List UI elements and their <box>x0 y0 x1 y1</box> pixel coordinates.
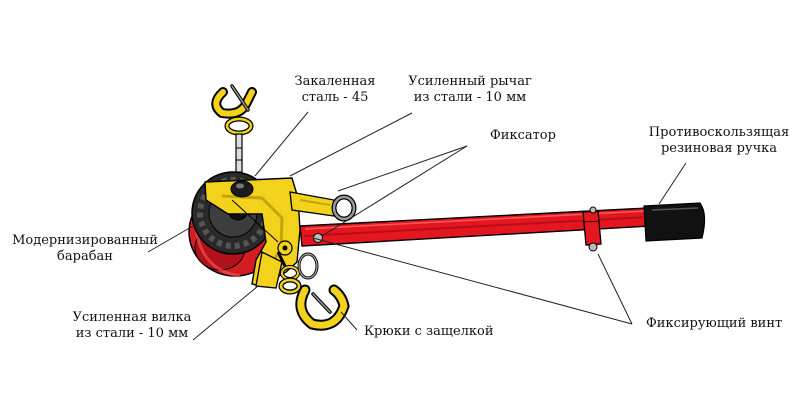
label-hardened-steel-line-2: сталь - 45 <box>290 90 380 106</box>
leader-screw-2 <box>598 254 632 324</box>
rubber-grip <box>644 203 705 241</box>
lever-ring <box>334 197 354 219</box>
leader-fork <box>193 286 258 340</box>
label-latch: Фиксатор <box>490 128 556 144</box>
leader-hardened-steel <box>255 112 308 176</box>
label-lever-line-1: Усиленный рычаг <box>400 74 540 90</box>
leader-latch-1 <box>338 146 467 191</box>
label-grip-line-1: Противоскользящая <box>648 125 790 141</box>
label-grip-line-2: резиновая ручка <box>648 141 790 157</box>
label-lever: Усиленный рычаг из стали - 10 мм <box>400 74 540 106</box>
label-drum-line-2: барабан <box>10 249 160 265</box>
label-screw: Фиксирующий винт <box>646 316 782 332</box>
label-drum: Модернизированный барабан <box>10 233 160 265</box>
leader-hooks <box>341 312 357 330</box>
label-hardened-steel: Закаленная сталь - 45 <box>290 74 380 106</box>
label-fork-line-2: из стали - 10 мм <box>62 326 202 342</box>
label-hardened-steel-line-1: Закаленная <box>290 74 380 90</box>
leader-lever <box>290 113 412 176</box>
label-drum-line-1: Модернизированный <box>10 233 160 249</box>
label-latch-text: Фиксатор <box>490 128 556 143</box>
label-hooks-text: Крюки с защелкой <box>364 324 494 339</box>
fixing-clamp <box>583 207 601 251</box>
label-hooks: Крюки с защелкой <box>364 324 494 340</box>
label-lever-line-2: из стали - 10 мм <box>400 90 540 106</box>
top-hook <box>216 86 252 172</box>
label-fork-line-1: Усиленная вилка <box>62 310 202 326</box>
label-fork: Усиленная вилка из стали - 10 мм <box>62 310 202 342</box>
leader-grip <box>659 163 686 204</box>
leader-screw-1 <box>313 238 632 324</box>
label-grip: Противоскользящая резиновая ручка <box>648 125 790 157</box>
label-screw-text: Фиксирующий винт <box>646 316 782 331</box>
